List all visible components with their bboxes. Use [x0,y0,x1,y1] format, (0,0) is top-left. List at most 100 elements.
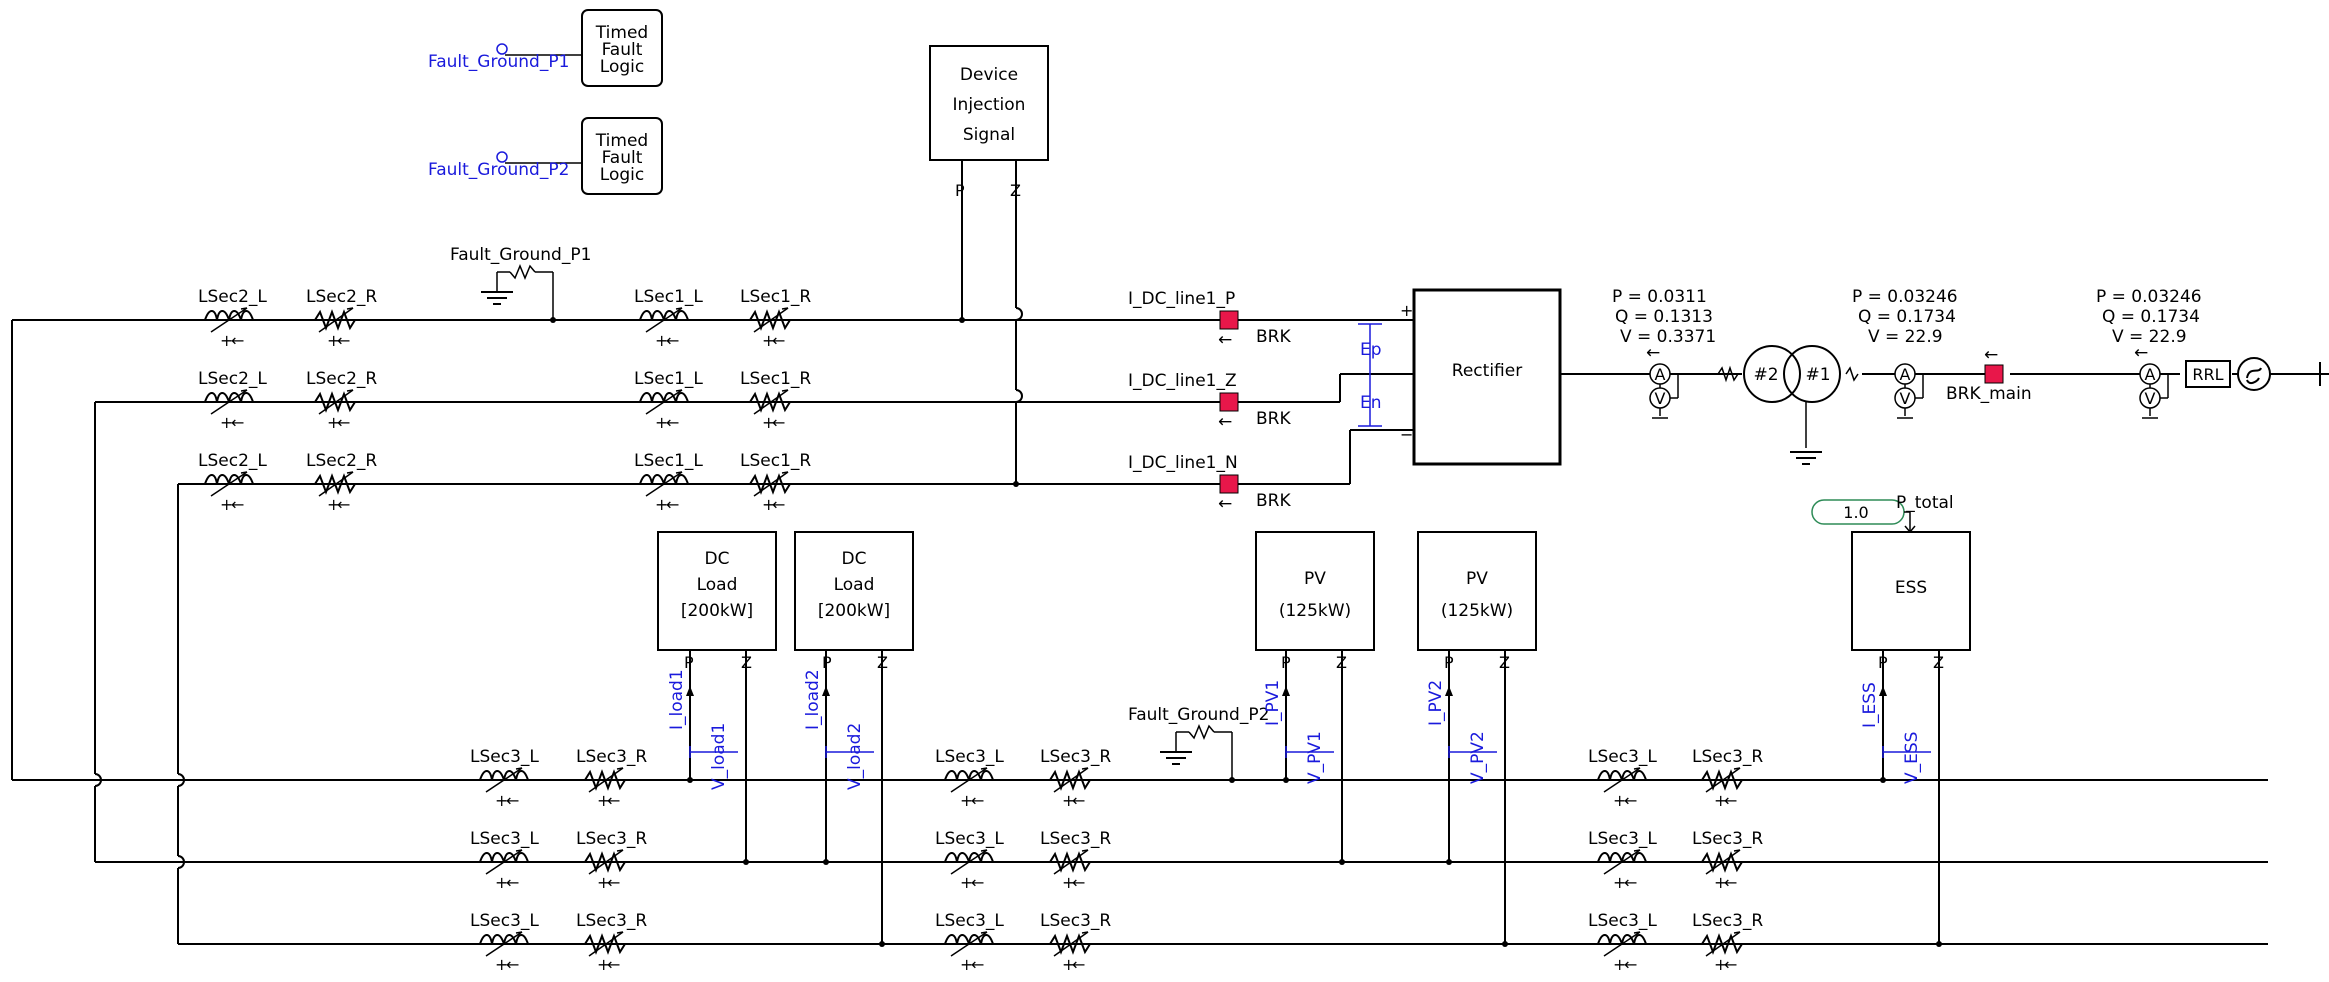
rectifier-block[interactable]: Rectifier + − [1400,288,1562,466]
i-ess-label: I_ESS [1860,682,1880,728]
logic-p2-line3: Logic [600,165,644,185]
lsec3-l-c2: LSec3_L [1588,829,1657,849]
en-label: En [1360,393,1382,413]
injection-line1: Device [960,65,1018,85]
voltmeter-2-label: V [1900,389,1911,408]
lsec3-r-a2: LSec3_R [576,829,647,849]
lsec3-l-a3: LSec3_L [470,911,539,931]
meter-2-q: Q = 0.1734 [1858,307,1956,327]
ess-input-label: P_total [1896,493,1954,513]
feeder-n: LSec2_L LSec2_R LSec1_L LSec1_R I_DC_lin… [198,451,1291,515]
lsec3-r-c1: LSec3_R [1692,747,1763,767]
breaker-z-icon[interactable] [1219,392,1239,412]
feeder-p-meter: I_DC_line1_P [1128,289,1235,309]
breaker-p-arrow: ← [1218,330,1232,350]
feeder-n-lsec1-r: LSec1_R [740,451,811,471]
dc-load-1-line3: [200kW] [681,601,753,621]
meter-1-p: P = 0.0311 [1612,287,1707,307]
rectifier-minus: − [1400,425,1413,444]
transformer[interactable]: #2 #1 [1743,345,1841,403]
feeder-n-lsec2-l: LSec2_L [198,451,267,471]
pv-1-line2: (125kW) [1279,601,1351,621]
ess-label: ESS [1895,578,1927,598]
lsec3-l-b3: LSec3_L [935,911,1004,931]
feeder-z-lsec2-l: LSec2_L [198,369,267,389]
v-load1-label: V_load1 [709,723,729,790]
i-pv1-label: I_PV1 [1263,680,1283,726]
breaker-p-label: BRK [1256,327,1291,347]
injection-pin-p: P [955,181,965,200]
device-injection-signal-block[interactable]: Device Injection Signal P Z [929,45,1049,200]
feeder-p-lsec1-l: LSec1_L [634,287,703,307]
rectifier-label: Rectifier [1452,361,1522,381]
voltmeter-3-label: V [2145,389,2156,408]
ess-block[interactable]: ESS P Z [1851,531,1971,672]
breaker-n-arrow: ← [1218,494,1232,514]
ess-input-value: 1.0 [1843,503,1868,522]
dc-load-1-line2: Load [697,575,738,595]
feeder-z-lsec2-r: LSec2_R [306,369,377,389]
feeder-n-lsec1-l: LSec1_L [634,451,703,471]
pv-1[interactable]: PV (125kW) P Z [1255,531,1375,672]
ess-input[interactable]: 1.0 [1811,499,1905,525]
ammeter-3-label: A [2145,365,2156,384]
lsec3-l-a1: LSec3_L [470,747,539,767]
meter-3-p: P = 0.03246 [2096,287,2202,307]
v-load2-label: V_load2 [845,723,865,790]
pv-1-line1: PV [1304,569,1326,589]
feeder-n-lsec2-r: LSec2_R [306,451,377,471]
rectifier-plus: + [1400,301,1413,320]
transformer-1-label: #1 [1805,365,1830,385]
timed-fault-logic-p1[interactable]: Timed Fault Logic [581,9,663,87]
meter-1-arrow: ← [1646,343,1660,363]
feeder-z-lsec1-l: LSec1_L [634,369,703,389]
dc-load-2[interactable]: DC Load [200kW] P Z [794,531,914,672]
fault-ground-p2-label: Fault_Ground_P2 [1128,705,1269,725]
fault-signal-p2: Fault_Ground_P2 [428,160,569,180]
meter-2-v: V = 22.9 [1868,327,1943,347]
rrl-label: RRL [2192,365,2223,384]
injection-line3: Signal [963,125,1015,145]
voltmeter-1-label: V [1655,389,1666,408]
lsec3-r-b1: LSec3_R [1040,747,1111,767]
meter-1-q: Q = 0.1313 [1615,307,1713,327]
v-pv1-label: V_PV1 [1305,731,1325,784]
meter-2-p: P = 0.03246 [1852,287,1958,307]
meter-1-v: V = 0.3371 [1620,327,1716,347]
lsec3-l-c1: LSec3_L [1588,747,1657,767]
dc-load-1[interactable]: DC Load [200kW] P Z [657,531,777,672]
meter-3-v: V = 22.9 [2112,327,2187,347]
feeder-p-lsec1-r: LSec1_R [740,287,811,307]
breaker-n-icon[interactable] [1219,474,1239,494]
lower-sections: LSec3_L LSec3_R LSec3_L LSec3_R LSec3_L … [470,747,1763,975]
ep-label: Ep [1360,340,1382,360]
timed-fault-logic-p2[interactable]: Timed Fault Logic [581,117,663,195]
pv-2-line1: PV [1466,569,1488,589]
feeder-p-lsec2-l: LSec2_L [198,287,267,307]
logic-p1-line2: Fault [602,40,643,60]
rrl-impedance[interactable]: RRL [2185,360,2231,388]
fault-ground-p1-label: Fault_Ground_P1 [450,245,591,265]
fault-signal-p1: Fault_Ground_P1 [428,52,569,72]
breaker-p-icon[interactable] [1219,310,1239,330]
lsec3-r-a3: LSec3_R [576,911,647,931]
lsec3-l-b2: LSec3_L [935,829,1004,849]
i-load2-label: I_load2 [803,669,823,730]
feeder-z-meter: I_DC_line1_Z [1128,371,1237,391]
dc-load-2-line1: DC [842,549,867,569]
lsec3-l-b1: LSec3_L [935,747,1004,767]
feeder-p: LSec2_L LSec2_R LSec1_L LSec1_R I_DC_lin… [198,287,1291,351]
transformer-winding-2-icon [1743,345,1801,403]
ac-source-icon[interactable] [2237,357,2271,391]
meter-3-q: Q = 0.1734 [2102,307,2200,327]
lsec3-r-b2: LSec3_R [1040,829,1111,849]
lsec3-l-c3: LSec3_L [1588,911,1657,931]
pv-2-line2: (125kW) [1441,601,1513,621]
logic-p2-line1: Timed [595,131,648,151]
breaker-main-icon[interactable] [1984,364,2004,384]
meter-3-arrow: ← [2134,343,2148,363]
logic-p1-line1: Timed [595,23,648,43]
signal-node-icon [496,151,508,163]
transformer-2-label: #2 [1753,365,1778,385]
pv-2[interactable]: PV (125kW) P Z [1417,531,1537,672]
